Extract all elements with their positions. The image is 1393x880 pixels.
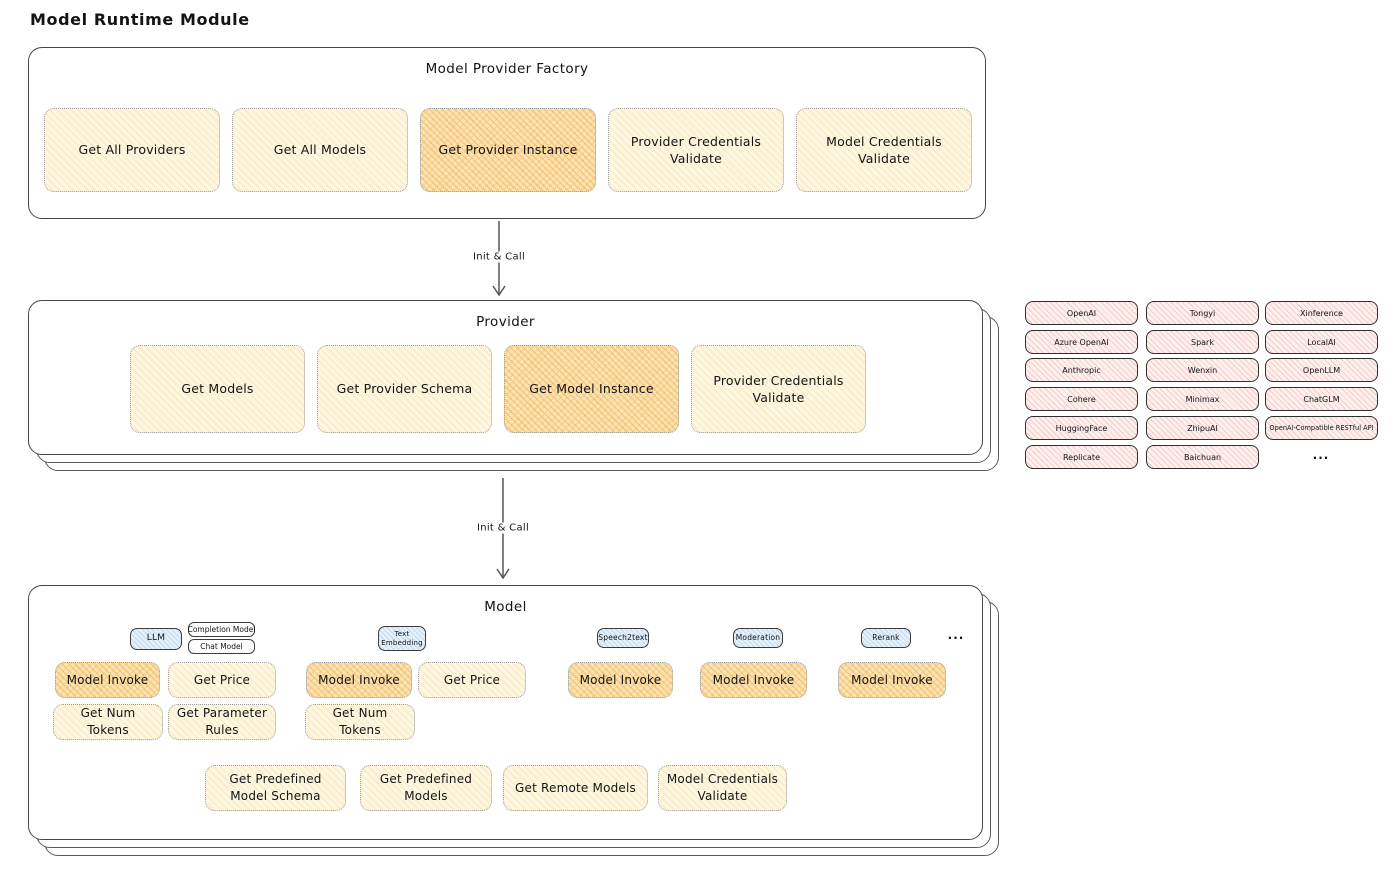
provider-title: Provider	[476, 314, 535, 330]
provider-item-zhipuai: ZhipuAI	[1146, 416, 1259, 440]
model-button-get-remote-models-12: Get Remote Models	[503, 765, 648, 811]
model-button-get-num-tokens-7: Get Num Tokens	[53, 704, 163, 740]
provider-item-xinference: Xinference	[1265, 301, 1378, 325]
model-button-model-invoke-0: Model Invoke	[55, 662, 160, 698]
provider-button-get-model-instance: Get Model Instance	[504, 345, 679, 433]
init-call-label-bottom: Init & Call	[470, 522, 536, 534]
factory-button-get-provider-instance: Get Provider Instance	[420, 108, 596, 192]
provider-item-replicate: Replicate	[1025, 445, 1138, 469]
provider-item-baichuan: Baichuan	[1146, 445, 1259, 469]
provider-item-localai: LocalAI	[1265, 330, 1378, 354]
factory-button-model-credentials-validate: Model Credentials Validate	[796, 108, 972, 192]
model-subtype-tag-completion-model: Completion Model	[188, 622, 255, 637]
model-button-get-parameter-rules-8: Get Parameter Rules	[168, 704, 276, 740]
provider-item-anthropic: Anthropic	[1025, 358, 1138, 382]
init-call-label-top: Init & Call	[466, 251, 532, 263]
provider-list-more: ...	[1312, 448, 1330, 462]
model-type-tag-rerank: Rerank	[861, 628, 911, 648]
factory-button-get-all-providers: Get All Providers	[44, 108, 220, 192]
model-type-tag-text-embedding: Text Embedding	[378, 626, 426, 651]
model-button-model-invoke-6: Model Invoke	[838, 662, 946, 698]
model-button-get-price-1: Get Price	[168, 662, 276, 698]
provider-button-provider-credentials-validate: Provider Credentials Validate	[691, 345, 866, 433]
provider-button-get-provider-schema: Get Provider Schema	[317, 345, 492, 433]
model-button-get-price-3: Get Price	[418, 662, 526, 698]
provider-item-cohere: Cohere	[1025, 387, 1138, 411]
provider-item-spark: Spark	[1146, 330, 1259, 354]
model-button-get-predefined-model-schema-10: Get Predefined Model Schema	[205, 765, 346, 811]
provider-item-wenxin: Wenxin	[1146, 358, 1259, 382]
model-button-model-invoke-4: Model Invoke	[568, 662, 673, 698]
model-button-get-predefined-models-11: Get Predefined Models	[360, 765, 492, 811]
model-types-more: ...	[947, 628, 965, 642]
provider-item-huggingface: HuggingFace	[1025, 416, 1138, 440]
factory-button-provider-credentials-validate: Provider Credentials Validate	[608, 108, 784, 192]
provider-item-azure-openai: Azure OpenAI	[1025, 330, 1138, 354]
model-type-tag-llm: LLM	[130, 628, 182, 650]
model-type-tag-moderation: Moderation	[733, 628, 783, 648]
model-subtype-tag-chat-model: Chat Model	[188, 639, 255, 654]
factory-button-get-all-models: Get All Models	[232, 108, 408, 192]
provider-item-openllm: OpenLLM	[1265, 358, 1378, 382]
model-button-get-num-tokens-9: Get Num Tokens	[305, 704, 415, 740]
model-button-model-invoke-5: Model Invoke	[700, 662, 807, 698]
provider-item-openai-compatible-restful-api: OpenAI-Compatible RESTful API	[1265, 416, 1378, 440]
provider-item-minimax: Minimax	[1146, 387, 1259, 411]
provider-item-tongyi: Tongyi	[1146, 301, 1259, 325]
model-button-model-invoke-2: Model Invoke	[306, 662, 412, 698]
model-provider-factory-title: Model Provider Factory	[425, 61, 589, 77]
model-button-model-credentials-validate-13: Model Credentials Validate	[658, 765, 787, 811]
model-title: Model	[484, 599, 527, 615]
provider-item-openai: OpenAI	[1025, 301, 1138, 325]
page-title: Model Runtime Module	[30, 10, 250, 29]
model-type-tag-speech2text: Speech2text	[597, 628, 649, 648]
provider-button-get-models: Get Models	[130, 345, 305, 433]
provider-item-chatglm: ChatGLM	[1265, 387, 1378, 411]
